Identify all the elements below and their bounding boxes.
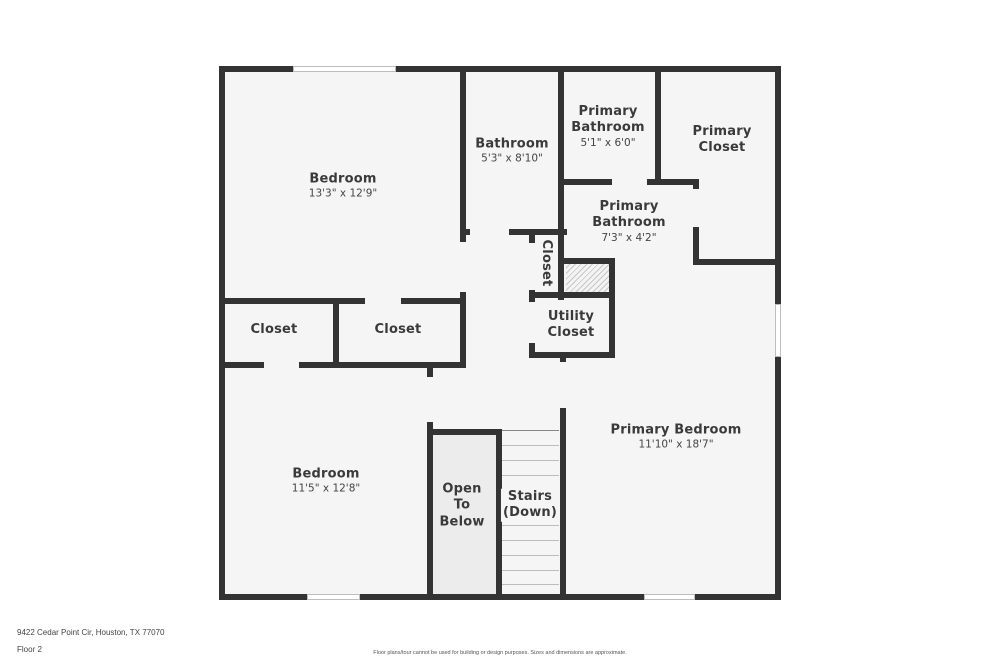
wall	[460, 292, 466, 367]
room-dimensions: 5'3" x 8'10"	[481, 152, 543, 165]
room-label-bathroom: Bathroom 5'3" x 8'10"	[475, 136, 549, 165]
wall	[609, 258, 615, 358]
room-label-primary-bathroom-1: Primary Bathroom 5'1" x 6'0"	[571, 104, 645, 150]
room-name-line-2: Bathroom	[592, 215, 666, 231]
wall	[693, 227, 699, 265]
stair-top-edge	[502, 430, 559, 431]
property-address: 9422 Cedar Point Cir, Houston, TX 77070	[17, 628, 165, 637]
window-bottom-left	[307, 594, 360, 600]
wall	[529, 292, 615, 298]
chase-hatch	[566, 263, 611, 292]
wall	[647, 179, 699, 185]
wall	[496, 429, 502, 600]
room-dimensions: 11'5" x 12'8"	[291, 482, 361, 495]
wall	[655, 66, 661, 185]
window-bottom-right	[644, 594, 695, 600]
room-name-line-1: Utility	[547, 308, 595, 324]
wall	[560, 352, 566, 362]
wall	[219, 298, 365, 304]
wall	[509, 229, 567, 235]
room-name-line-2: (Down)	[502, 505, 558, 520]
room-label-bedroom-2: Bedroom 11'5" x 12'8"	[292, 466, 360, 495]
wall	[460, 229, 470, 235]
window-top	[293, 66, 396, 72]
room-name: Bathroom	[475, 136, 549, 152]
room-label-primary-bedroom: Primary Bedroom 11'10" x 18'7"	[611, 422, 742, 451]
disclaimer: Floor plans/tour cannot be used for buil…	[373, 650, 627, 656]
wall	[558, 179, 612, 185]
wall	[529, 229, 535, 243]
wall	[558, 258, 615, 264]
wall	[333, 298, 339, 366]
room-name-line-3: Below	[439, 514, 485, 530]
wall	[529, 343, 535, 357]
window-right	[775, 304, 781, 357]
room-label-bedroom-1: Bedroom 13'3" x 12'9"	[309, 171, 377, 200]
floor-title: Floor 2	[17, 645, 42, 654]
wall	[693, 259, 781, 265]
room-name-line-2: Bathroom	[571, 120, 645, 136]
open-to-below-area	[432, 434, 497, 594]
room-name: Closet	[539, 239, 555, 287]
room-name-line-2: To	[453, 497, 471, 513]
room-label-open-to-below: Open To Below	[439, 482, 484, 531]
wall	[460, 66, 466, 242]
wall	[560, 408, 566, 600]
room-label-closet-left: Closet	[251, 322, 298, 338]
room-name-line-2: Closet	[698, 140, 746, 155]
room-label-hall-closet: Closet	[538, 240, 554, 287]
room-name: Closet	[250, 321, 298, 337]
room-label-closet-right: Closet	[375, 322, 422, 338]
room-name-line-1: Stairs	[507, 488, 553, 504]
room-label-utility-closet: Utility Closet	[548, 309, 595, 342]
room-dimensions: 13'3" x 12'9"	[308, 187, 378, 200]
wall	[299, 362, 466, 368]
room-dimensions: 7'3" x 4'2"	[601, 231, 657, 244]
room-name: Closet	[374, 321, 422, 337]
room-name: Bedroom	[309, 171, 377, 187]
room-name-line-1: Primary	[599, 199, 659, 215]
wall	[427, 422, 433, 600]
exterior-wall-top	[219, 66, 781, 72]
room-label-primary-bathroom-2: Primary Bathroom 7'3" x 4'2"	[592, 199, 666, 245]
exterior-wall-left	[219, 66, 225, 600]
wall	[427, 429, 502, 435]
room-label-stairs: Stairs (Down)	[500, 488, 560, 522]
room-dimensions: 5'1" x 6'0"	[580, 136, 636, 149]
room-name: Bedroom	[292, 466, 360, 482]
wall	[693, 179, 699, 189]
room-name-line-2: Closet	[547, 325, 595, 340]
room-name: Primary Bedroom	[610, 422, 742, 438]
wall	[427, 367, 433, 377]
wall	[401, 298, 466, 304]
room-name-line-1: Primary	[578, 104, 638, 120]
wall	[529, 352, 615, 358]
room-dimensions: 11'10" x 18'7"	[638, 438, 714, 451]
room-label-primary-closet: Primary Closet	[693, 124, 752, 157]
room-name-line-1: Primary	[692, 123, 752, 139]
wall	[219, 362, 264, 368]
room-name-line-1: Open	[442, 481, 482, 497]
